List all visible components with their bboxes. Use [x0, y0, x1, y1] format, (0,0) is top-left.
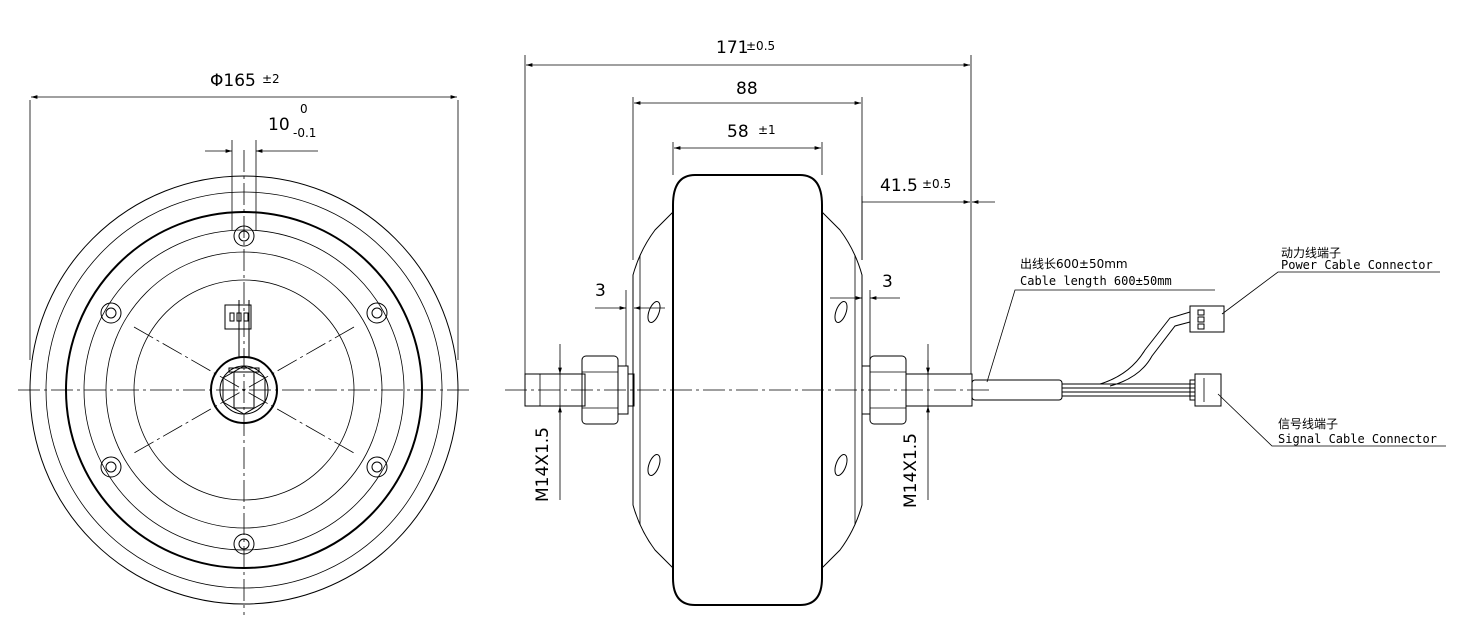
hub-inner-width-label: 58 [727, 122, 749, 142]
axle-hub [210, 300, 278, 424]
cable-length-cn: 出线长600±50mm [1020, 257, 1128, 271]
outer-rim [29, 175, 459, 605]
front-view: Φ165 ±2 10 0 -0.1 [18, 71, 470, 615]
end-cover-ring [83, 229, 405, 551]
bolt-hole-icon [233, 225, 255, 247]
bolt-hole-icon [100, 302, 122, 324]
slot-tolerance-upper: 0 [300, 102, 308, 116]
overall-length-label: 171 [716, 38, 748, 58]
power-connector-en: Power Cable Connector [1281, 258, 1433, 272]
power-connector-cn: 动力线端子 [1281, 246, 1341, 260]
rim-inner-edge [45, 191, 443, 589]
side-view: 171 ±0.5 88 58 ±1 41.5 ±0.5 3 3 M14X1. [505, 38, 1446, 606]
slot-tolerance-lower: -0.1 [293, 126, 316, 140]
signal-connector-cn: 信号线端子 [1278, 417, 1338, 431]
hub-inner-width-tolerance: ±1 [758, 123, 776, 137]
bolt-hole-icon [100, 456, 122, 478]
bolt-hole-icon [366, 456, 388, 478]
left-end-cover [632, 211, 674, 569]
right-gap-label: 3 [882, 272, 893, 292]
diameter-label: Φ165 [210, 71, 256, 91]
cable-exit-icon [224, 304, 252, 330]
cable-length-en: Cable length 600±50mm [1020, 274, 1172, 288]
right-thread-label: M14X1.5 [901, 433, 921, 508]
bolt-hole-icon [233, 533, 255, 555]
overall-length-tolerance: ±0.5 [746, 39, 775, 53]
spoke-centerlines [133, 326, 355, 454]
right-axle-length-tolerance: ±0.5 [922, 177, 951, 191]
left-gap-label: 3 [595, 281, 606, 301]
diameter-tolerance: ±2 [262, 72, 280, 86]
bolt-hole-icon [366, 302, 388, 324]
slot-width-label: 10 [268, 115, 290, 135]
signal-connector-icon [1189, 373, 1222, 407]
left-axle [524, 355, 635, 425]
hub-shell [672, 174, 823, 606]
bolt-circle [105, 251, 383, 529]
bolt-holes [100, 225, 388, 555]
signal-connector-en: Signal Cable Connector [1278, 432, 1437, 446]
left-thread-label: M14X1.5 [533, 427, 553, 502]
inner-ring [133, 279, 355, 501]
cover-slots [647, 301, 848, 476]
cable-bundle [971, 311, 1195, 401]
end-cover-outline [65, 211, 423, 569]
hub-outer-width-label: 88 [736, 79, 758, 99]
power-connector-icon [1189, 305, 1225, 333]
right-axle-length-label: 41.5 [880, 176, 918, 196]
